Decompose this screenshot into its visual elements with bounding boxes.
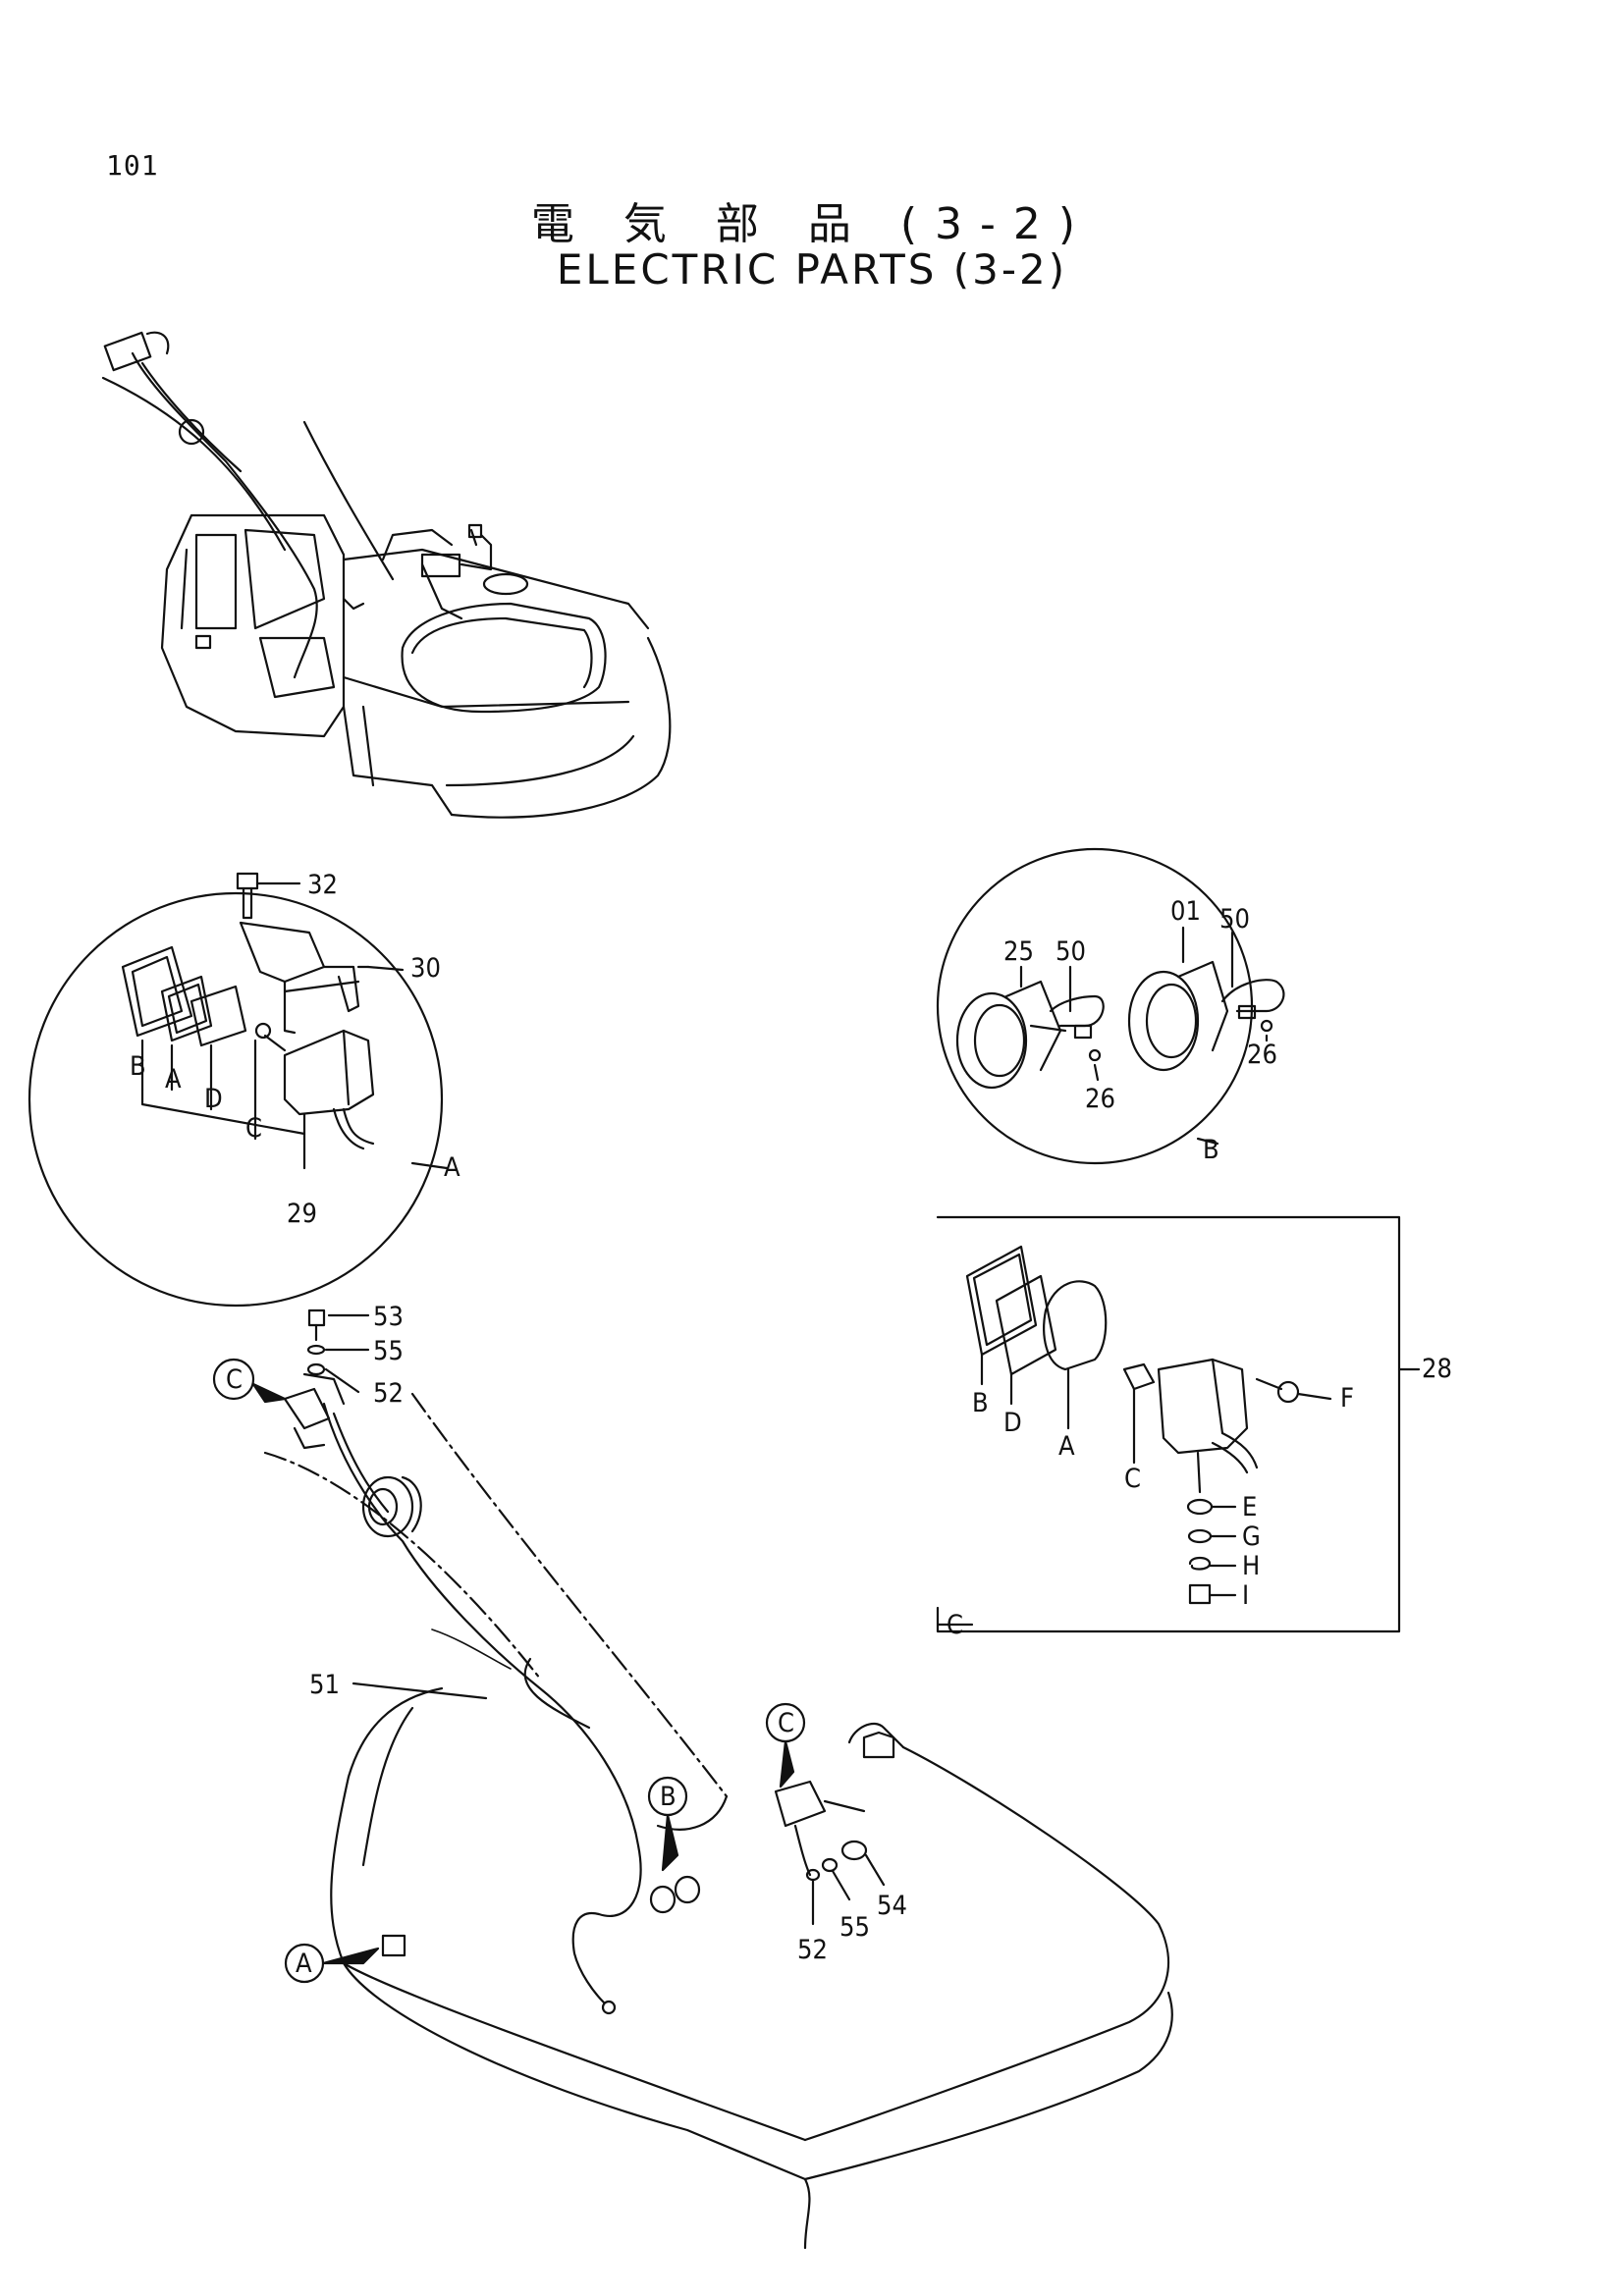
- detail-a-label: A: [444, 1152, 460, 1183]
- part-label-55-bottom: 55: [839, 1912, 870, 1943]
- part-label-26-right: 26: [1247, 1040, 1277, 1070]
- page-title-english: ELECTRIC PARTS (3-2): [556, 245, 1068, 294]
- callout-c-boom: C: [226, 1364, 243, 1395]
- part-label-50-right: 50: [1219, 904, 1250, 934]
- part-label-i: I: [1242, 1580, 1249, 1611]
- part-label-51: 51: [309, 1670, 340, 1700]
- callout-c-cover: C: [778, 1708, 794, 1738]
- detail-b-horn: [936, 847, 1285, 1165]
- main-upper-structure-view: [212, 1308, 1173, 2250]
- part-label-c: C: [245, 1113, 262, 1144]
- excavator-overview: [101, 331, 672, 819]
- part-label-h: H: [1242, 1551, 1260, 1581]
- part-label-52-bottom: 52: [797, 1935, 828, 1965]
- callout-b: B: [660, 1782, 677, 1812]
- page-number: 101: [106, 149, 159, 182]
- part-label-a: A: [165, 1064, 182, 1095]
- part-label-d: D: [204, 1084, 223, 1114]
- part-label-54: 54: [877, 1891, 907, 1921]
- part-labels: 32 30 B A D C 29 A 25 50 01 50 26 26 B 2…: [130, 870, 1452, 1979]
- part-label-g: G: [1242, 1522, 1261, 1552]
- detail-c-lamp-assembly: [936, 1215, 1421, 1633]
- detail-c-label: C: [947, 1610, 963, 1640]
- part-label-c: C: [1124, 1464, 1141, 1494]
- part-label-32: 32: [307, 870, 338, 900]
- part-label-b: B: [130, 1051, 146, 1082]
- part-label-01: 01: [1170, 896, 1201, 927]
- part-label-e: E: [1242, 1492, 1257, 1522]
- part-label-a: A: [1058, 1431, 1075, 1462]
- part-label-f: F: [1340, 1383, 1354, 1414]
- detail-b-label: B: [1203, 1135, 1219, 1165]
- part-label-26-left: 26: [1085, 1084, 1115, 1114]
- part-label-52-top: 52: [373, 1378, 404, 1409]
- part-label-29: 29: [287, 1199, 317, 1229]
- detail-a-work-light: [27, 872, 449, 1308]
- part-label-25: 25: [1003, 936, 1034, 967]
- part-label-d: D: [1003, 1408, 1022, 1438]
- part-label-50-left: 50: [1056, 936, 1086, 967]
- part-label-28: 28: [1422, 1354, 1452, 1384]
- part-label-53: 53: [373, 1302, 404, 1332]
- page-title-japanese: 電 気 部 品 (3-2): [530, 199, 1094, 249]
- part-label-30: 30: [410, 953, 441, 984]
- callout-a: A: [296, 1949, 312, 1979]
- part-label-b: B: [972, 1388, 989, 1418]
- part-label-55-top: 55: [373, 1336, 404, 1366]
